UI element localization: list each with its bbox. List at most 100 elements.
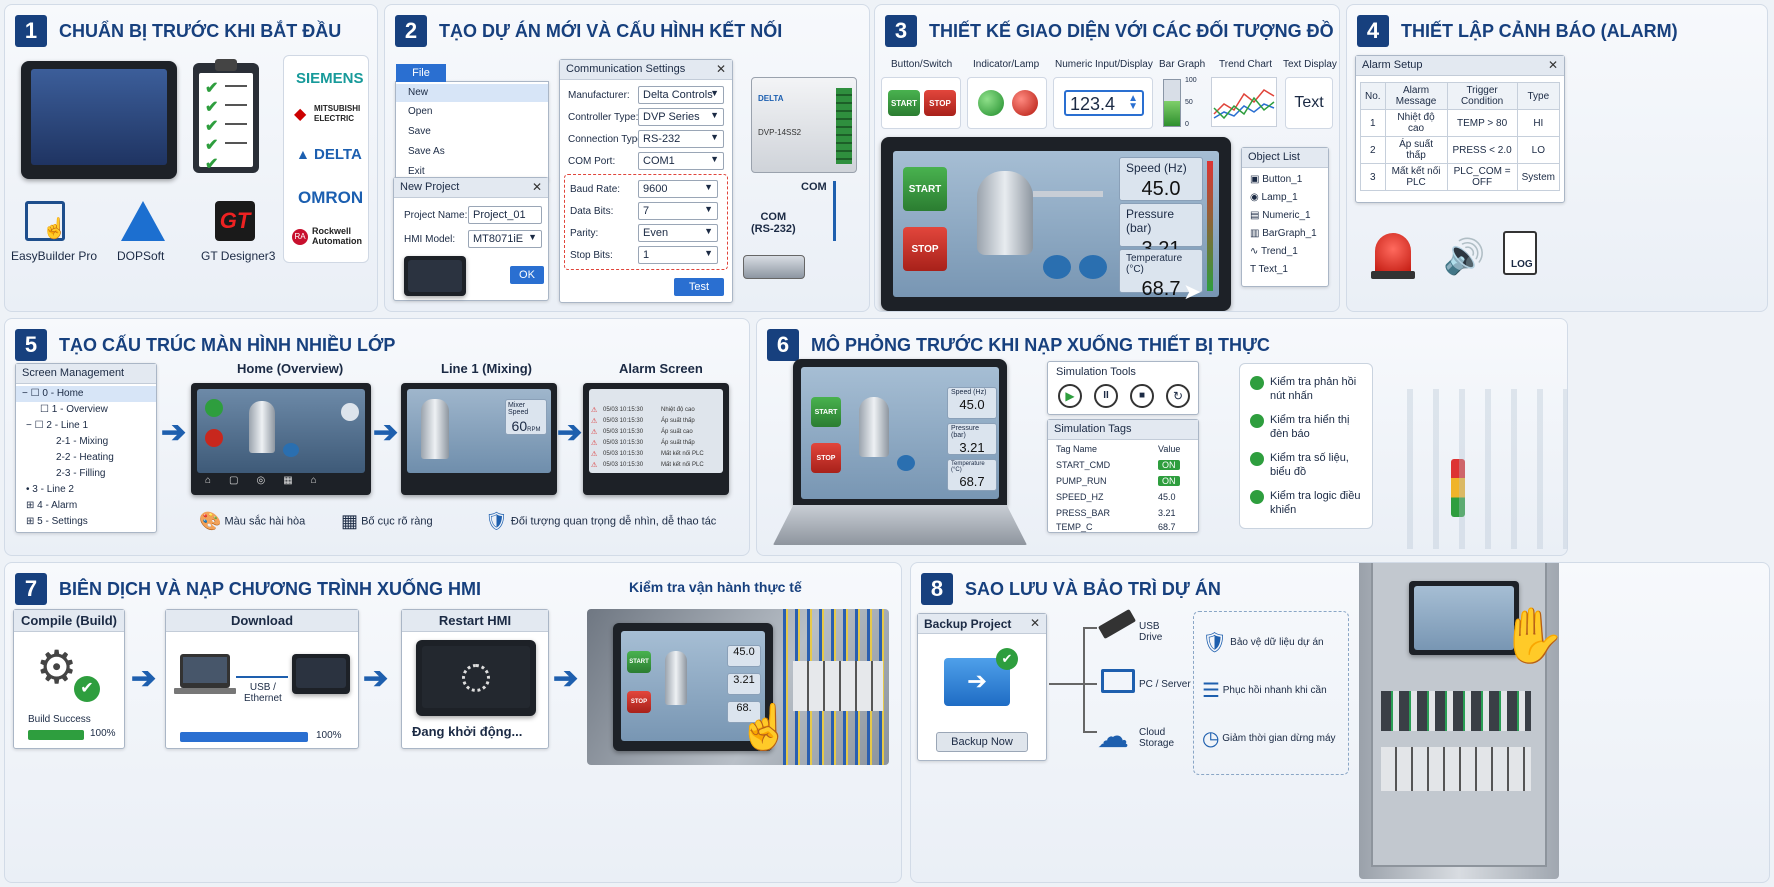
object-label: Bar Graph bbox=[1159, 59, 1206, 70]
menu-item-exit[interactable]: Exit bbox=[408, 166, 425, 177]
field-label: Manufacturer: bbox=[568, 90, 630, 101]
build-progress-bar bbox=[28, 730, 84, 740]
breakers bbox=[793, 661, 883, 711]
stop-bits-select[interactable]: 1▼ bbox=[638, 246, 718, 264]
build-status: Build Success bbox=[28, 714, 91, 725]
start-button[interactable]: START bbox=[888, 90, 920, 116]
stop-button[interactable]: STOP bbox=[924, 90, 956, 116]
benefit-item: 🛡 Bảo vệ dữ liệu dự án bbox=[1202, 632, 1324, 654]
field-label: Data Bits: bbox=[570, 206, 614, 217]
object-list-item[interactable]: ◉ Lamp_1 bbox=[1250, 192, 1298, 203]
file-menu-tab[interactable]: File bbox=[396, 64, 446, 82]
object-list-item[interactable]: T Text_1 bbox=[1250, 264, 1288, 275]
real-cabinet-photo: START STOP 45.0 3.21 68. ☝ bbox=[587, 609, 889, 765]
refresh-button[interactable]: ↻ bbox=[1166, 384, 1190, 408]
parity-select[interactable]: Even▼ bbox=[638, 224, 718, 242]
software-label: GT Designer3 bbox=[201, 249, 276, 263]
alarm-beacon-icon bbox=[1375, 233, 1411, 273]
pressure-display: Pressure (bar)3.21 bbox=[1119, 203, 1203, 260]
numeric-input[interactable]: 123.4▲▼ bbox=[1064, 90, 1144, 116]
connector-lines bbox=[1049, 683, 1083, 685]
hmi-device-image bbox=[21, 61, 177, 179]
db9-connector-icon bbox=[743, 255, 805, 279]
tree-item-line2[interactable]: • 3 - Line 2 bbox=[26, 484, 74, 495]
hmi-model-select[interactable]: MT8071iE▼ bbox=[468, 230, 542, 248]
step-number: 5 bbox=[15, 329, 47, 361]
play-button[interactable]: ▶ bbox=[1058, 384, 1082, 408]
menu-item-new[interactable]: New bbox=[396, 84, 548, 102]
tag-value[interactable]: 3.21 bbox=[1158, 508, 1176, 518]
step-number: 1 bbox=[15, 15, 47, 47]
pause-button[interactable]: II bbox=[1094, 384, 1118, 408]
object-list-item[interactable]: ▣ Button_1 bbox=[1250, 174, 1303, 185]
backup-now-button[interactable]: Backup Now bbox=[936, 732, 1028, 752]
laptop-keyboard bbox=[773, 505, 1027, 545]
tag-name: START_CMD bbox=[1056, 460, 1111, 470]
manufacturer-select[interactable]: Delta Controls▼ bbox=[638, 86, 724, 104]
download-progress-bar bbox=[180, 732, 308, 742]
baud-rate-select[interactable]: 9600▼ bbox=[638, 180, 718, 198]
stop-sim-button[interactable]: ■ bbox=[1130, 384, 1154, 408]
tree-item-alarm[interactable]: ⊞ 4 - Alarm bbox=[26, 500, 78, 511]
trend-lines bbox=[1213, 89, 1275, 120]
tree-item-overview[interactable]: ☐ 1 - Overview bbox=[40, 404, 108, 415]
close-icon[interactable]: ✕ bbox=[715, 62, 726, 76]
step-number: 2 bbox=[395, 15, 427, 47]
start-button[interactable]: START bbox=[903, 167, 947, 211]
tree-item-mixing[interactable]: 2-1 - Mixing bbox=[56, 436, 109, 447]
start-button[interactable]: START bbox=[627, 651, 651, 673]
close-icon[interactable]: ✕ bbox=[1547, 58, 1558, 72]
tree-item-settings[interactable]: ⊞ 5 - Settings bbox=[26, 516, 88, 527]
window-title: Alarm Setup bbox=[1362, 59, 1423, 71]
section-title: Kiểm tra vận hành thực tế bbox=[629, 579, 802, 595]
benefit-item: ☰ Phục hồi nhanh khi cần bbox=[1202, 680, 1327, 702]
tag-value[interactable]: 45.0 bbox=[1158, 492, 1176, 502]
menu-item-save-as[interactable]: Save As bbox=[408, 146, 445, 157]
object-list-item[interactable]: ∿ Trend_1 bbox=[1250, 246, 1298, 257]
tag-toggle[interactable]: ON bbox=[1158, 476, 1180, 486]
red-lamp-icon bbox=[1012, 90, 1038, 116]
download-box: Download USB / Ethernet 100% bbox=[165, 609, 359, 749]
tag-toggle[interactable]: ON bbox=[1158, 460, 1180, 470]
arrow-right-icon: ➔ bbox=[373, 416, 399, 449]
tag-value[interactable]: 68.7 bbox=[1158, 522, 1176, 532]
close-icon[interactable]: ✕ bbox=[1029, 616, 1040, 630]
project-name-input[interactable]: Project_01 bbox=[468, 206, 542, 224]
panel-title: TẠO DỰ ÁN MỚI VÀ CẤU HÌNH KẾT NỐI bbox=[439, 21, 783, 41]
tree-item-heating[interactable]: 2-2 - Heating bbox=[56, 452, 114, 463]
usb-icon bbox=[1097, 608, 1137, 640]
tree-item-filling[interactable]: 2-3 - Filling bbox=[56, 468, 106, 479]
menu-item-save[interactable]: Save bbox=[408, 126, 431, 137]
stop-button[interactable]: STOP bbox=[903, 227, 947, 271]
green-lamp-icon bbox=[978, 90, 1004, 116]
test-button[interactable]: Test bbox=[674, 278, 724, 296]
controller-type-select[interactable]: DVP Series▼ bbox=[638, 108, 724, 126]
tag-name: TEMP_C bbox=[1056, 522, 1093, 532]
ok-button[interactable]: OK bbox=[510, 266, 544, 284]
com-port-select[interactable]: COM1▼ bbox=[638, 152, 724, 170]
mixer-speed-display: Mixer Speed 60RPM bbox=[505, 399, 547, 435]
tree-item-line1[interactable]: − ☐ 2 - Line 1 bbox=[26, 420, 89, 431]
box-title: Download bbox=[166, 610, 358, 632]
connection-type-select[interactable]: RS-232▼ bbox=[638, 130, 724, 148]
clock-icon: ◷ bbox=[1202, 728, 1220, 750]
panel-4: 4 THIẾT LẬP CẢNH BÁO (ALARM) Alarm Setup… bbox=[1346, 4, 1768, 312]
object-list-item[interactable]: ▤ Numeric_1 bbox=[1250, 210, 1311, 221]
arrow-right-icon: ➔ bbox=[553, 662, 579, 695]
start-button[interactable]: START bbox=[811, 397, 841, 427]
stop-button[interactable]: STOP bbox=[627, 691, 651, 713]
close-icon[interactable]: ✕ bbox=[531, 180, 542, 194]
pipe-icon bbox=[1033, 191, 1103, 197]
tree-item-home[interactable]: − ☐ 0 - Home bbox=[16, 386, 156, 402]
object-list-item[interactable]: ▥ BarGraph_1 bbox=[1250, 228, 1317, 239]
data-bits-select[interactable]: 7▼ bbox=[638, 202, 718, 220]
menu-item-open[interactable]: Open bbox=[408, 106, 433, 117]
stop-button[interactable]: STOP bbox=[811, 443, 841, 473]
field-label: HMI Model: bbox=[404, 234, 456, 245]
plc-device-image: DELTA DVP-14SS2 bbox=[751, 77, 857, 173]
panel-6: 6 MÔ PHỎNG TRƯỚC KHI NẠP XUỐNG THIẾT BỊ … bbox=[756, 318, 1568, 556]
hmi-icon bbox=[292, 654, 350, 694]
